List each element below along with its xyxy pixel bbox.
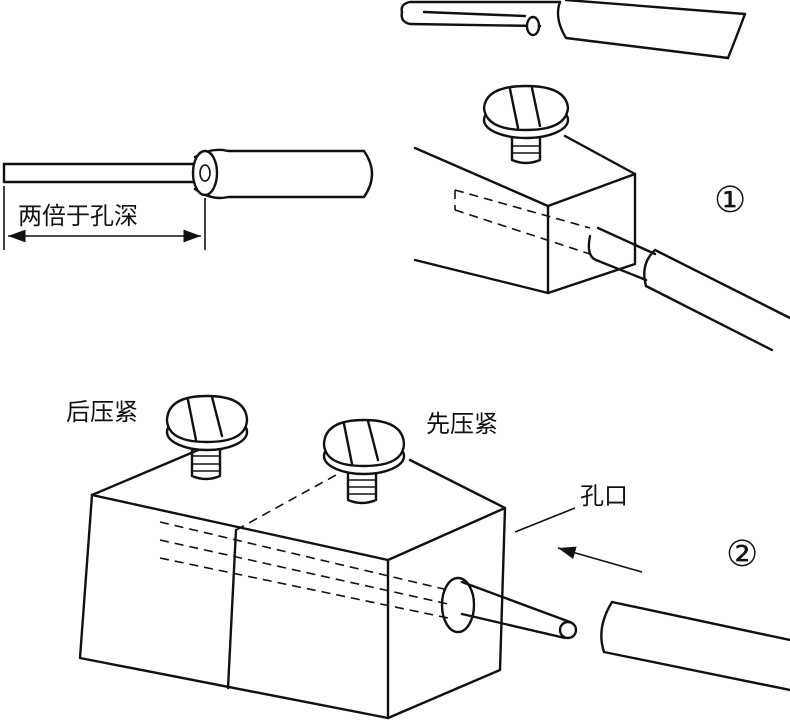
label-tighten-last: 后压紧 [66,398,138,426]
label-double-hole-depth: 两倍于孔深 [18,202,138,230]
terminal-block-step-2 [78,443,790,720]
screw-front-step-2 [322,418,406,505]
top-wire-illustration [400,0,747,60]
stripped-wire-illustration [2,148,374,250]
step-marker-2: ② [726,534,758,575]
screw-step-1 [482,84,570,165]
step-marker-1: ① [714,180,746,221]
screw-rear-step-2 [165,394,249,481]
label-hole-opening: 孔口 [580,482,628,510]
label-tighten-first: 先压紧 [426,410,498,438]
terminal-block-step-1 [413,134,790,352]
